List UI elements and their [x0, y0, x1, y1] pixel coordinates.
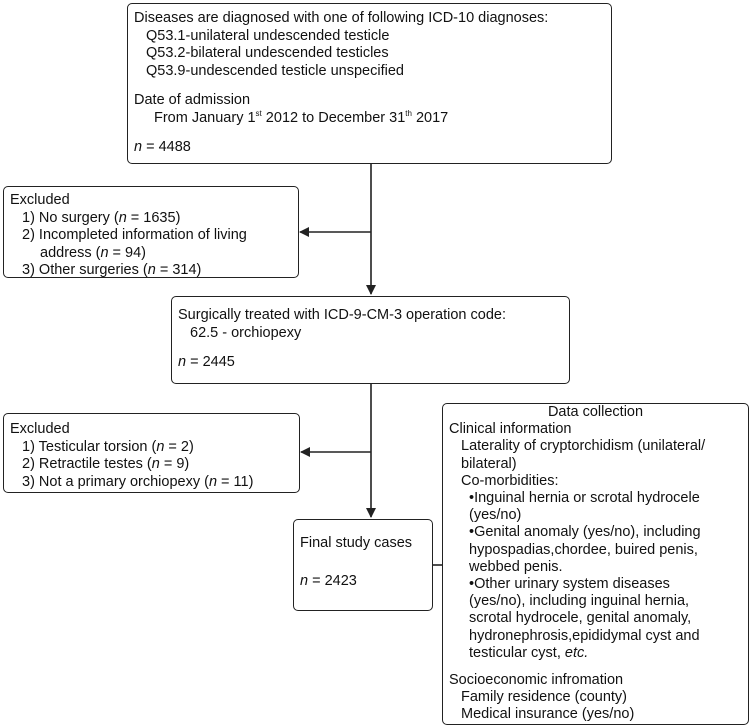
surgery-operation-code: Surgically treated with ICD-9-CM-3 opera… [178, 307, 506, 323]
final-study-count: n = 2423 [300, 572, 357, 589]
final-study-title: Final study cases [300, 535, 413, 551]
laterality-line-1: Laterality of cryptorchidism (unilateral… [461, 438, 706, 455]
comorbidity-hernia-2: (yes/no) [469, 507, 522, 524]
comorbidity-urinary-4: hydronephrosis,epididymal cyst and [469, 627, 700, 644]
excluded-1-title: Excluded [10, 192, 70, 208]
data-collection-title: Data collection [547, 404, 644, 420]
comorbidity-urinary-1: •Other urinary system diseases [469, 576, 670, 593]
excluded-box-2: Excluded 1) Testicular torsion (n = 2) 2… [3, 413, 300, 493]
surgery-box: Surgically treated with ICD-9-CM-3 opera… [171, 296, 570, 384]
diagnosis-box: Diseases are diagnosed with one of follo… [127, 3, 612, 164]
comorbidity-genital-2: hypospadias,chordee, buired penis, [469, 541, 698, 558]
diagnosis-code-q53-9: Q53.9-undescended testicle unspecified [146, 62, 404, 79]
data-collection-box: Data collection Clinical information Lat… [442, 403, 749, 725]
excluded-1-no-surgery: 1) No surgery (n = 1635) [22, 209, 181, 226]
diagnosis-code-q53-2: Q53.2-bilateral undescended testicles [146, 45, 389, 61]
surgery-count: n = 2445 [178, 354, 235, 370]
admission-label: Date of admission [134, 92, 251, 108]
comorbidity-urinary-5: testicular cyst, etc. [469, 644, 589, 661]
socioeconomic-heading: Socioeconomic infromation [449, 672, 624, 689]
comorbidity-hernia-1: •Inguinal hernia or scrotal hydrocele [469, 490, 700, 507]
clinical-information-heading: Clinical information [449, 421, 572, 438]
excluded-2-not-primary: 3) Not a primary orchiopexy (n = 11) [22, 473, 254, 490]
excluded-2-title: Excluded [10, 421, 70, 437]
socio-medical-insurance: Medical insurance (yes/no) [461, 706, 635, 723]
diagnosis-code-q53-1: Q53.1-unilateral undescended testicle [146, 27, 390, 44]
comorbidity-urinary-3: scrotal hydrocele, genital anomaly, [469, 610, 692, 627]
excluded-2-retractile: 2) Retractile testes (n = 9) [22, 456, 190, 472]
excluded-1-incomplete-address-count: address (n = 94) [40, 244, 147, 261]
surgery-orchiopexy: 62.5 - orchiopexy [190, 324, 302, 341]
excluded-box-1: Excluded 1) No surgery (n = 1635) 2) Inc… [3, 186, 299, 278]
excluded-1-other-surgeries: 3) Other surgeries (n = 314) [22, 262, 202, 278]
excluded-1-incomplete-address: 2) Incompleted information of living [22, 227, 247, 243]
comorbidity-genital-3: webbed penis. [469, 558, 563, 575]
diagnosis-header: Diseases are diagnosed with one of follo… [134, 10, 549, 26]
socio-family-residence: Family residence (county) [461, 689, 627, 706]
comorbidities-heading: Co-morbidities: [461, 472, 559, 489]
comorbidity-urinary-2: (yes/no), including inguinal hernia, [469, 593, 690, 610]
comorbidity-genital-1: •Genital anomaly (yes/no), including [469, 524, 701, 541]
admission-range: From January 1st 2012 to December 31th 2… [154, 108, 449, 126]
excluded-2-torsion: 1) Testicular torsion (n = 2) [22, 438, 194, 455]
laterality-line-2: bilateral) [461, 455, 517, 472]
diagnosis-count: n = 4488 [134, 139, 191, 155]
final-study-box: Final study cases n = 2423 [293, 519, 433, 611]
